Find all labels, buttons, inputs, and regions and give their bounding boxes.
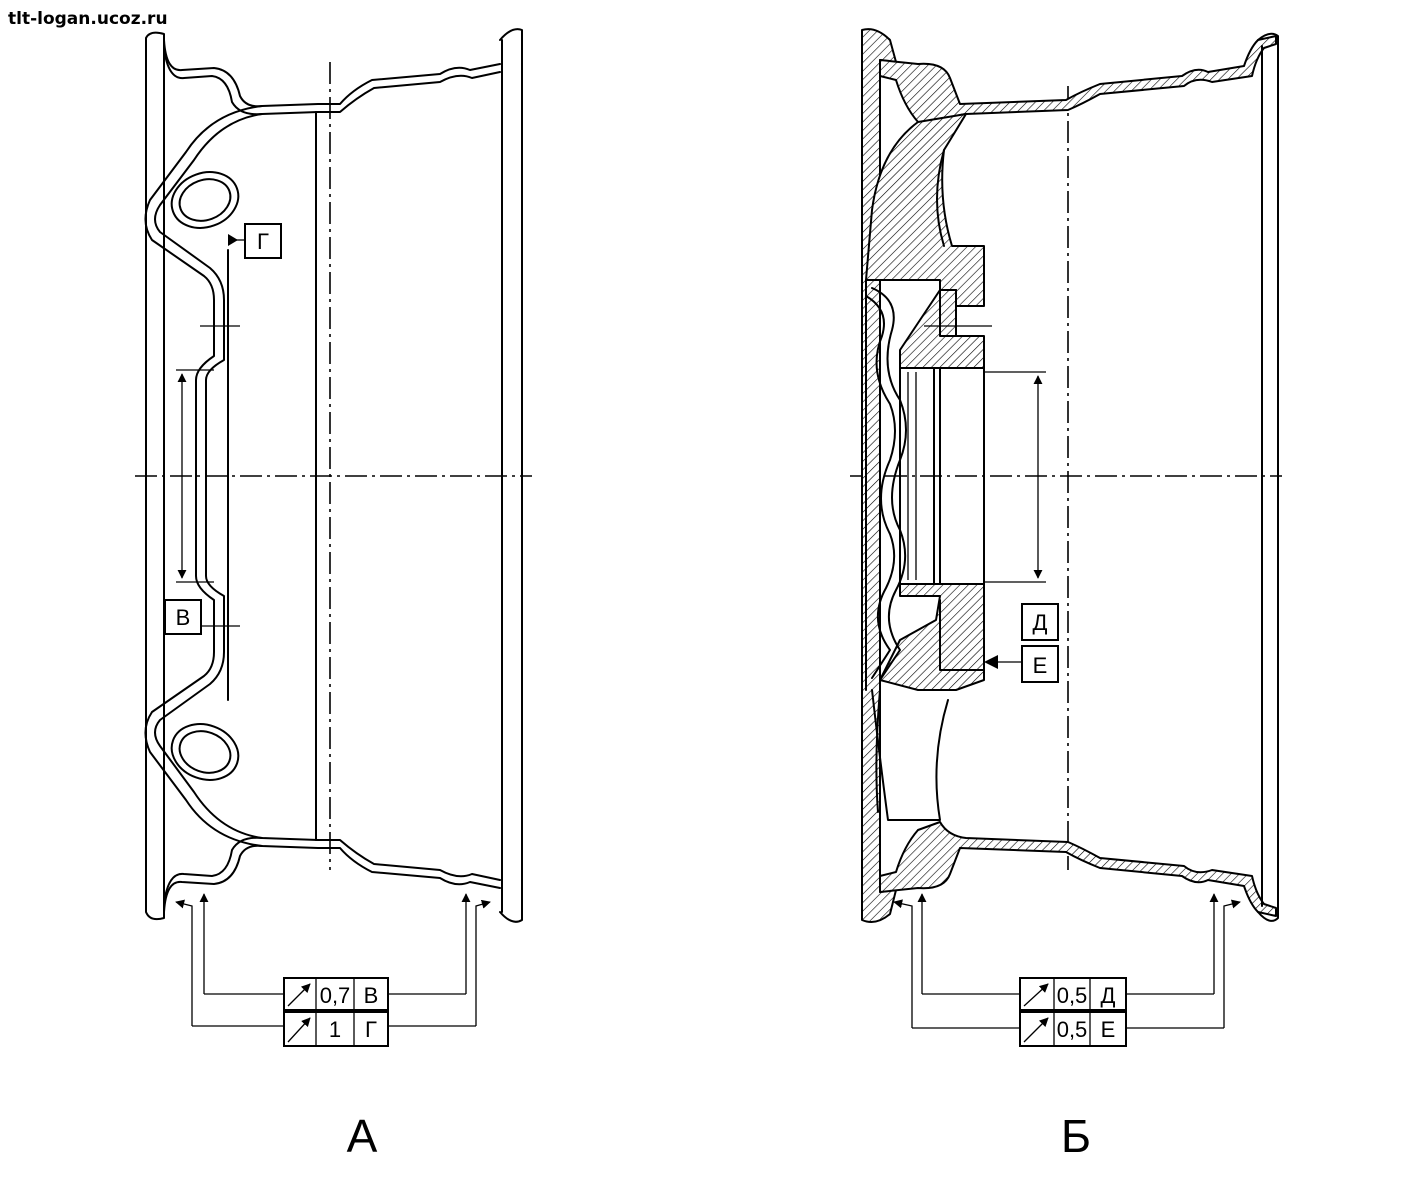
view-b-datum-lower-box — [1021, 645, 1059, 683]
view-a-left-flange — [145, 31, 165, 921]
view-a-right-flange — [499, 28, 523, 923]
view-b-tolerance-value-2: 0,5 — [1057, 1017, 1088, 1042]
view-b-hub-lower — [879, 583, 985, 691]
view-b-caption: Б — [1061, 1110, 1091, 1162]
view-b-right-flange — [1257, 32, 1279, 922]
view-a-steel-wheel: Г В 0,7 В 1 Г А — [135, 28, 532, 1162]
view-b-alloy-wheel: Д Е 0,5 Д 0,5 Е Б — [850, 28, 1282, 1162]
view-b-tolerance-datum-1: Д — [1101, 983, 1116, 1008]
view-b-rim-top-section — [879, 35, 1277, 131]
view-b-tolerance-frame: 0,5 Д 0,5 Е — [1019, 977, 1127, 1047]
view-b-tolerance-value-1: 0,5 — [1057, 983, 1088, 1008]
runout-arrow-icon — [287, 983, 311, 1007]
runout-arrow-icon — [1023, 1017, 1049, 1043]
view-a-vent-hole-upper — [170, 171, 240, 229]
view-a-leader-outer — [175, 899, 193, 1026]
view-b-leader-outer — [893, 899, 913, 1028]
view-a-disc — [154, 113, 263, 839]
view-b-spoke-lower — [871, 689, 949, 821]
runout-arrow-icon — [287, 1017, 311, 1043]
view-a-vent-hole-lower — [170, 723, 240, 781]
view-a-tolerance-value-1: 0,7 — [320, 983, 351, 1008]
view-a-rim-top — [163, 39, 501, 108]
view-a-caption: А — [347, 1110, 378, 1162]
runout-arrow-icon — [1023, 983, 1049, 1007]
view-a-tolerance-datum-1: В — [364, 983, 379, 1008]
view-a-rim-bottom — [163, 844, 501, 913]
view-a-tolerance-datum-2: Г — [365, 1017, 377, 1042]
view-b-datum-upper-label: Д — [1033, 610, 1048, 635]
view-b-spoke-wave — [871, 287, 907, 681]
view-a-datum-upper-box — [244, 223, 282, 259]
view-b-rim-bottom-section — [879, 821, 1277, 917]
view-a-tolerance-frame: 0,7 В 1 Г — [283, 977, 389, 1047]
view-a-datum-upper-label: Г — [257, 229, 269, 254]
view-b-datum-upper-box — [1021, 603, 1059, 641]
view-a-datum-lower-label: В — [176, 605, 191, 630]
view-a-datum-lower-box — [164, 599, 202, 635]
view-a-tolerance-value-2: 1 — [329, 1017, 341, 1042]
view-b-datum-lower-label: Е — [1033, 653, 1048, 678]
view-b-spoke-upper — [865, 113, 985, 307]
view-b-hub-bore — [899, 367, 985, 585]
watermark-text: tlt-logan.ucoz.ru — [8, 9, 168, 29]
view-b-tolerance-datum-2: Е — [1101, 1017, 1116, 1042]
